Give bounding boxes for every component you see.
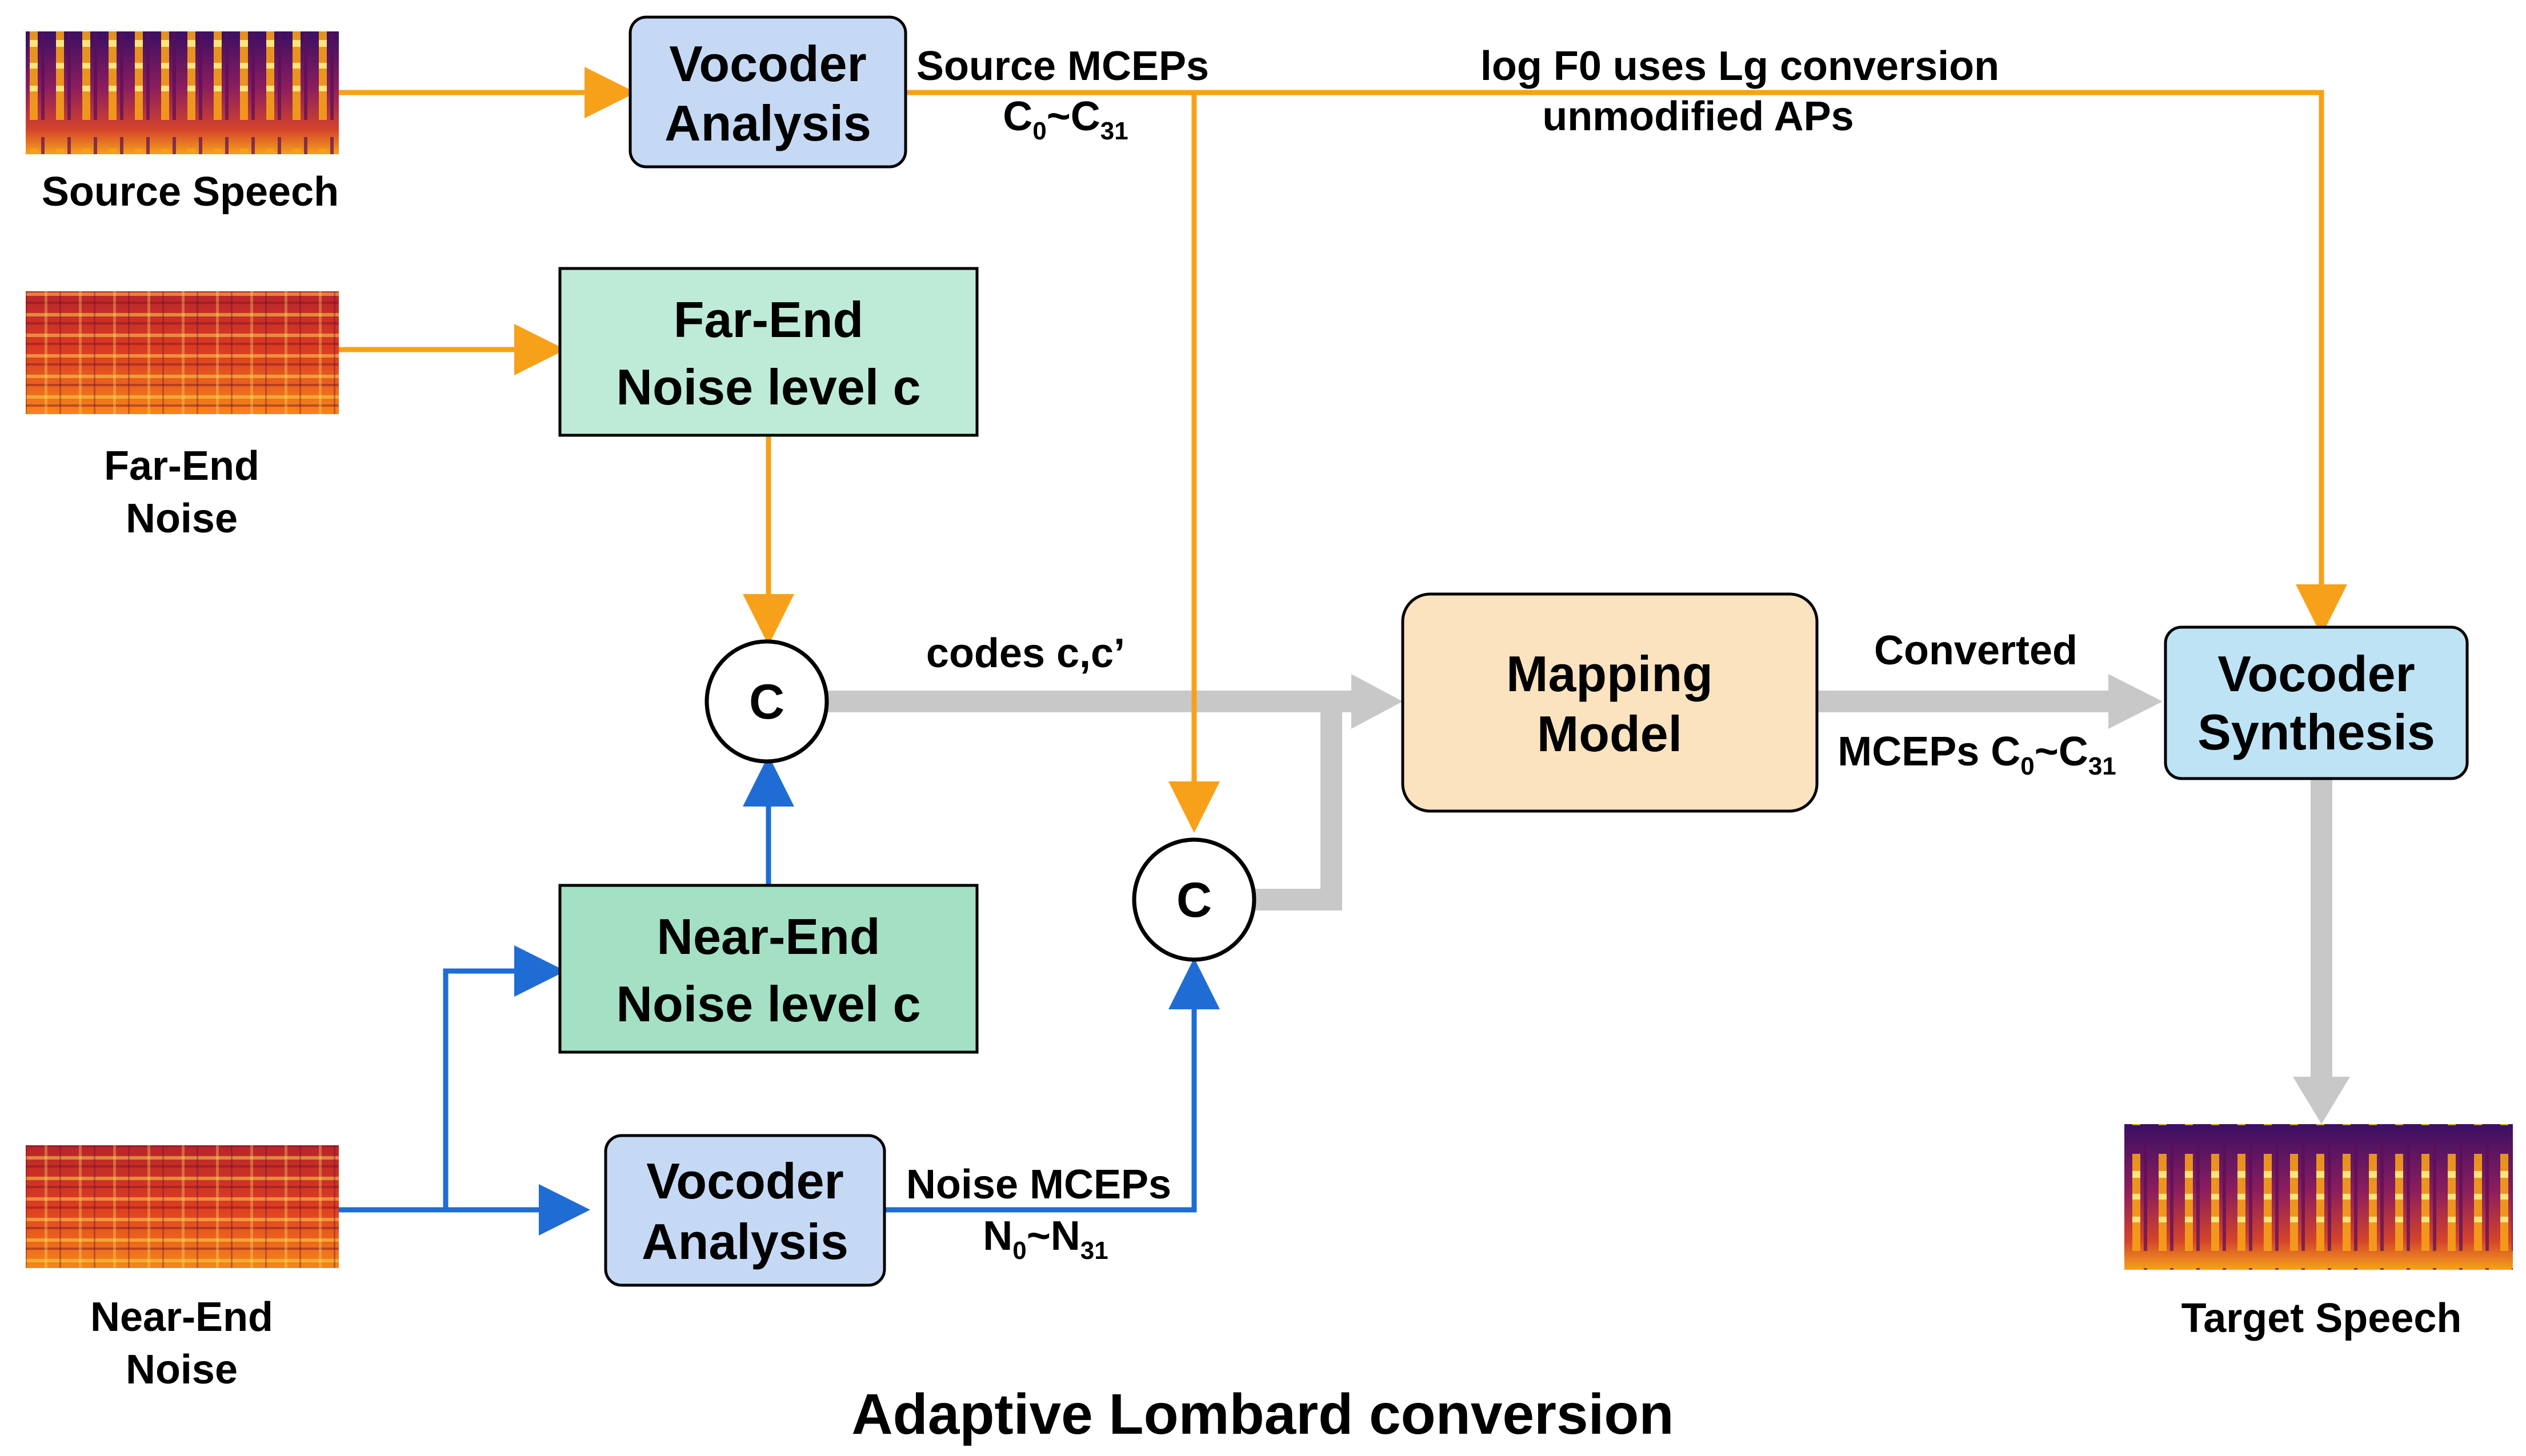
far-end-level-line2: Noise level c [616, 359, 920, 415]
vocoder-analysis-bottom-line1: Vocoder [646, 1153, 844, 1209]
concat-node-bottom-label: C [1176, 873, 1212, 928]
aps-label: unmodified APs [1542, 94, 1854, 139]
near-end-level-line1: Near-End [656, 908, 880, 965]
arrow-nearnoise-to-level [443, 945, 566, 1210]
noise-mceps-range: N0~N31 [983, 1213, 1108, 1265]
far-end-level-line1: Far-End [674, 291, 863, 348]
vocoder-synthesis-line2: Synthesis [2197, 704, 2435, 760]
near-end-noise-level-box: Near-End Noise level c [558, 884, 979, 1054]
f0-conversion-label: log F0 uses Lg conversion [1480, 43, 1999, 89]
target-speech-label: Target Speech [2181, 1295, 2462, 1341]
gray-flows [827, 674, 2350, 1124]
vocoder-synthesis-line1: Vocoder [2217, 645, 2415, 702]
diagram-title: Adaptive Lombard conversion [851, 1382, 1674, 1446]
converted-label: Converted [1874, 628, 2077, 673]
mapping-model-line1: Mapping [1506, 645, 1713, 702]
concat-node-top: C [704, 639, 829, 764]
blue-flows [339, 755, 1220, 1236]
concat-node-top-label: C [749, 675, 784, 729]
arrow-noise-mceps-to-concat [884, 958, 1220, 1213]
source-speech-spectrogram [26, 31, 339, 154]
source-speech-label: Source Speech [42, 169, 339, 215]
far-end-noise-level-box: Far-End Noise level c [558, 267, 979, 437]
vocoder-synthesis-box: Vocoder Synthesis [2164, 625, 2469, 780]
near-end-noise-label-line2: Noise [126, 1347, 238, 1393]
near-end-noise-label-line1: Near-End [90, 1294, 273, 1340]
source-mceps-range: C0~C31 [1003, 94, 1128, 145]
gray-arrowhead-synthesis [2108, 674, 2163, 729]
mapping-model-box: Mapping Model [1401, 592, 1819, 813]
near-end-noise-spectrogram [26, 1145, 339, 1268]
vocoder-analysis-bottom-line2: Analysis [642, 1213, 848, 1270]
noise-mceps-label: Noise MCEPs [906, 1162, 1171, 1208]
near-end-level-line2: Noise level c [616, 976, 920, 1032]
far-end-noise-label-line1: Far-End [104, 443, 259, 489]
vocoder-analysis-bottom-box: Vocoder Analysis [604, 1134, 886, 1287]
converted-mceps-label: MCEPs C0~C31 [1838, 729, 2116, 780]
arrow-analysis-to-synthesis [906, 90, 2347, 636]
orange-flows [339, 67, 2347, 833]
vocoder-analysis-top-line2: Analysis [664, 95, 871, 151]
target-speech-spectrogram [2124, 1124, 2513, 1270]
gray-arrowhead-target [2293, 1077, 2350, 1124]
gray-arrowhead-mapping [1351, 674, 1403, 729]
far-end-noise-label-line2: Noise [126, 496, 238, 542]
mapping-model-line2: Model [1537, 705, 1682, 762]
codes-label: codes c,c’ [926, 631, 1125, 676]
vocoder-analysis-top-box: Vocoder Analysis [629, 15, 907, 169]
vocoder-analysis-top-line1: Vocoder [669, 35, 867, 92]
far-end-noise-spectrogram [26, 291, 339, 414]
source-mceps-label: Source MCEPs [916, 43, 1209, 89]
concat-node-bottom: C [1132, 837, 1256, 962]
